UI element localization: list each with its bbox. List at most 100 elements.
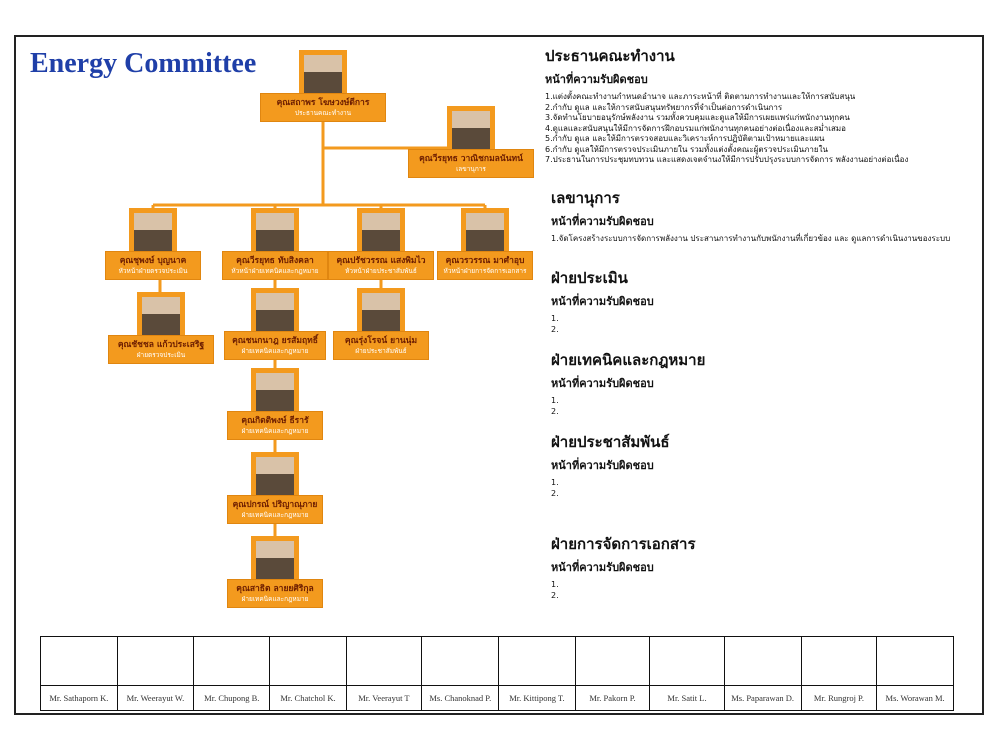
person-name: คุณชัชชล แก้วประเสริฐ bbox=[117, 340, 205, 350]
person-name: คุณชุพงษ์ บุญนาค bbox=[119, 256, 187, 266]
section-evaluation: ฝ่ายประเมิน หน้าที่ความรับผิดชอบ 1. 2. bbox=[551, 266, 654, 335]
person-photo bbox=[447, 106, 495, 149]
node-label: คุณสถาพร โฆษวงษ์ดีการ ประธานคณะทำงาน bbox=[260, 93, 386, 122]
signature-name: Ms. Worawan M. bbox=[876, 685, 954, 711]
node-label: คุณปกรณ์ ปริญาณุภาย ฝ่ายเทคนิคและกฎหมาย bbox=[227, 495, 323, 524]
org-node-eval-member: คุณชัชชล แก้วประเสริฐ ฝ่ายตรวจประเมิน bbox=[108, 292, 214, 364]
duty-item: 1.แต่งตั้งคณะทำงานกำหนดอำนาจ และภาระหน้า… bbox=[545, 92, 856, 101]
person-name: คุณสถาพร โฆษวงษ์ดีการ bbox=[276, 98, 370, 108]
person-role: ฝ่ายเทคนิคและกฎหมาย bbox=[241, 595, 309, 603]
signature-box[interactable] bbox=[800, 636, 878, 686]
signature-box[interactable] bbox=[40, 636, 118, 686]
person-name: คุณวีรยุทธ ทับสิงคลา bbox=[236, 256, 314, 266]
person-photo bbox=[251, 288, 299, 331]
person-photo bbox=[137, 292, 185, 335]
person-name: คุณกิตติพงษ์ ธีรารั bbox=[241, 416, 309, 426]
section-heading: ฝ่ายประชาสัมพันธ์ bbox=[551, 433, 670, 451]
signature-name: Ms. Paparawan D. bbox=[723, 685, 802, 711]
duty-item: 6.กำกับ ดูแลให้มีการตรวจประเมินภายใน รวม… bbox=[545, 144, 828, 154]
signature-row bbox=[40, 636, 954, 686]
signature-box[interactable] bbox=[876, 636, 954, 686]
section-subheading: หน้าที่ความรับผิดชอบ bbox=[551, 295, 654, 308]
person-photo bbox=[251, 452, 299, 495]
person-photo bbox=[251, 536, 299, 579]
person-role: หัวหน้าฝ่ายประชาสัมพันธ์ bbox=[345, 267, 417, 275]
duty-item: 5.กำกับ ดูแล และให้มีการตรวจสอบและวิเครา… bbox=[545, 134, 825, 143]
signature-box[interactable] bbox=[345, 636, 423, 686]
section-heading: ประธานคณะทำงาน bbox=[545, 47, 675, 65]
person-role: ฝ่ายตรวจประเมิน bbox=[136, 351, 186, 359]
duty-item: 1. bbox=[551, 314, 559, 323]
person-photo bbox=[357, 288, 405, 331]
org-node-secretary: คุณวีรยุทธ วาณิชกมลนันทน์ เลขานุการ bbox=[408, 106, 534, 178]
person-photo bbox=[357, 208, 405, 251]
person-role: ฝ่ายประชาสัมพันธ์ bbox=[355, 347, 407, 355]
section-subheading: หน้าที่ความรับผิดชอบ bbox=[551, 459, 654, 472]
duty-item: 3.จัดทำนโยบายอนุรักษ์พลังงาน รวมทั้งควบค… bbox=[545, 113, 850, 122]
org-node-eval-head: คุณชุพงษ์ บุญนาค หัวหน้าฝ่ายตรวจประเมิน bbox=[105, 208, 201, 280]
node-label: คุณชนกนาฎ ยรสัมฤทธิ์ ฝ่ายเทคนิคและกฎหมาย bbox=[224, 331, 326, 360]
duty-item: 1. bbox=[551, 580, 559, 589]
signature-name: Mr. Chupong B. bbox=[193, 685, 271, 711]
section-heading: ฝ่ายเทคนิคและกฎหมาย bbox=[551, 351, 706, 369]
org-node-chairman: คุณสถาพร โฆษวงษ์ดีการ ประธานคณะทำงาน bbox=[260, 50, 386, 122]
duty-item: 4.ดูแลและสนับสนุนให้มีการจัดการฝึกอบรมแก… bbox=[545, 123, 846, 133]
org-node-tech-member-2: คุณกิตติพงษ์ ธีรารั ฝ่ายเทคนิคและกฎหมาย bbox=[227, 368, 323, 440]
node-label: คุณวรวรรณ มาศำอุบ หัวหน้าฝ่ายการจัดการเอ… bbox=[437, 251, 533, 280]
duty-item: 1. bbox=[551, 396, 559, 405]
signature-box[interactable] bbox=[649, 636, 725, 686]
chart-title: Energy Committee bbox=[30, 48, 257, 79]
signature-name: Mr. Satit L. bbox=[649, 685, 725, 711]
person-name: คุณปกรณ์ ปริญาณุภาย bbox=[232, 500, 318, 510]
signature-name: Mr. Pakorn P. bbox=[574, 685, 651, 711]
person-photo bbox=[129, 208, 177, 251]
person-role: หัวหน้าฝ่ายเทคนิคและกฎหมาย bbox=[231, 267, 319, 275]
signature-name: Mr. Kittipong T. bbox=[498, 685, 576, 711]
signature-name: Ms. Chanoknad P. bbox=[421, 685, 500, 711]
org-node-pr-head: คุณปรัชวรรณ แสงพิมไว หัวหน้าฝ่ายประชาสัม… bbox=[328, 208, 434, 280]
node-label: คุณสาธิต ลายยศิริกุล ฝ่ายเทคนิคและกฎหมาย bbox=[227, 579, 323, 608]
section-technical-legal: ฝ่ายเทคนิคและกฎหมาย หน้าที่ความรับผิดชอบ… bbox=[551, 348, 705, 417]
signature-table: Mr. Sathaporn K. Mr. Weerayut W. Mr. Chu… bbox=[40, 636, 954, 711]
signature-name: Mr. Weerayut W. bbox=[116, 685, 195, 711]
person-photo bbox=[251, 208, 299, 251]
duty-item: 1.จัดโครงสร้างระบบการจัดการพลังงาน ประสา… bbox=[551, 234, 951, 243]
signature-box[interactable] bbox=[723, 636, 802, 686]
person-name: คุณวีรยุทธ วาณิชกมลนันทน์ bbox=[419, 154, 523, 164]
section-secretary: เลขานุการ หน้าที่ความรับผิดชอบ 1.จัดโครง… bbox=[551, 186, 951, 245]
person-role: เลขานุการ bbox=[456, 165, 486, 173]
person-role: หัวหน้าฝ่ายตรวจประเมิน bbox=[118, 267, 188, 275]
duty-item: 2.กำกับ ดูแล และให้การสนับสนุนทรัพยากรที… bbox=[545, 102, 783, 112]
node-label: คุณกิตติพงษ์ ธีรารั ฝ่ายเทคนิคและกฎหมาย bbox=[227, 411, 323, 440]
person-role: ฝ่ายเทคนิคและกฎหมาย bbox=[241, 347, 309, 355]
org-node-doc-head: คุณวรวรรณ มาศำอุบ หัวหน้าฝ่ายการจัดการเอ… bbox=[437, 208, 533, 280]
org-node-tech-head: คุณวีรยุทธ ทับสิงคลา หัวหน้าฝ่ายเทคนิคแล… bbox=[222, 208, 328, 280]
person-role: หัวหน้าฝ่ายการจัดการเอกสาร bbox=[443, 267, 527, 275]
signature-name: Mr. Sathaporn K. bbox=[40, 685, 118, 711]
person-photo bbox=[461, 208, 509, 251]
section-document-control: ฝ่ายการจัดการเอกสาร หน้าที่ความรับผิดชอบ… bbox=[551, 532, 696, 601]
person-role: ฝ่ายเทคนิคและกฎหมาย bbox=[241, 427, 309, 435]
person-name: คุณวรวรรณ มาศำอุบ bbox=[445, 256, 525, 266]
signature-box[interactable] bbox=[498, 636, 576, 686]
signature-box[interactable] bbox=[574, 636, 651, 686]
person-role: ฝ่ายเทคนิคและกฎหมาย bbox=[241, 511, 309, 519]
signature-box[interactable] bbox=[269, 636, 347, 686]
signature-box[interactable] bbox=[193, 636, 271, 686]
node-label: คุณปรัชวรรณ แสงพิมไว หัวหน้าฝ่ายประชาสัม… bbox=[328, 251, 434, 280]
signature-box[interactable] bbox=[421, 636, 500, 686]
signature-name: Mr. Veerayut T bbox=[345, 685, 423, 711]
signature-box[interactable] bbox=[116, 636, 195, 686]
duty-item: 2. bbox=[551, 488, 559, 498]
section-heading: ฝ่ายการจัดการเอกสาร bbox=[551, 535, 696, 553]
page-frame bbox=[14, 35, 984, 715]
section-subheading: หน้าที่ความรับผิดชอบ bbox=[551, 561, 654, 574]
section-chairman: ประธานคณะทำงาน หน้าที่ความรับผิดชอบ 1.แต… bbox=[545, 44, 908, 166]
section-public-relations: ฝ่ายประชาสัมพันธ์ หน้าที่ความรับผิดชอบ 1… bbox=[551, 430, 670, 499]
org-node-tech-member-4: คุณสาธิต ลายยศิริกุล ฝ่ายเทคนิคและกฎหมาย bbox=[227, 536, 323, 608]
name-row: Mr. Sathaporn K. Mr. Weerayut W. Mr. Chu… bbox=[40, 685, 954, 711]
person-name: คุณสาธิต ลายยศิริกุล bbox=[236, 584, 314, 594]
duty-item: 1. bbox=[551, 478, 559, 487]
node-label: คุณวีรยุทธ ทับสิงคลา หัวหน้าฝ่ายเทคนิคแล… bbox=[222, 251, 328, 280]
node-label: คุณรุ่งโรจน์ ยานนุ่ม ฝ่ายประชาสัมพันธ์ bbox=[333, 331, 429, 360]
